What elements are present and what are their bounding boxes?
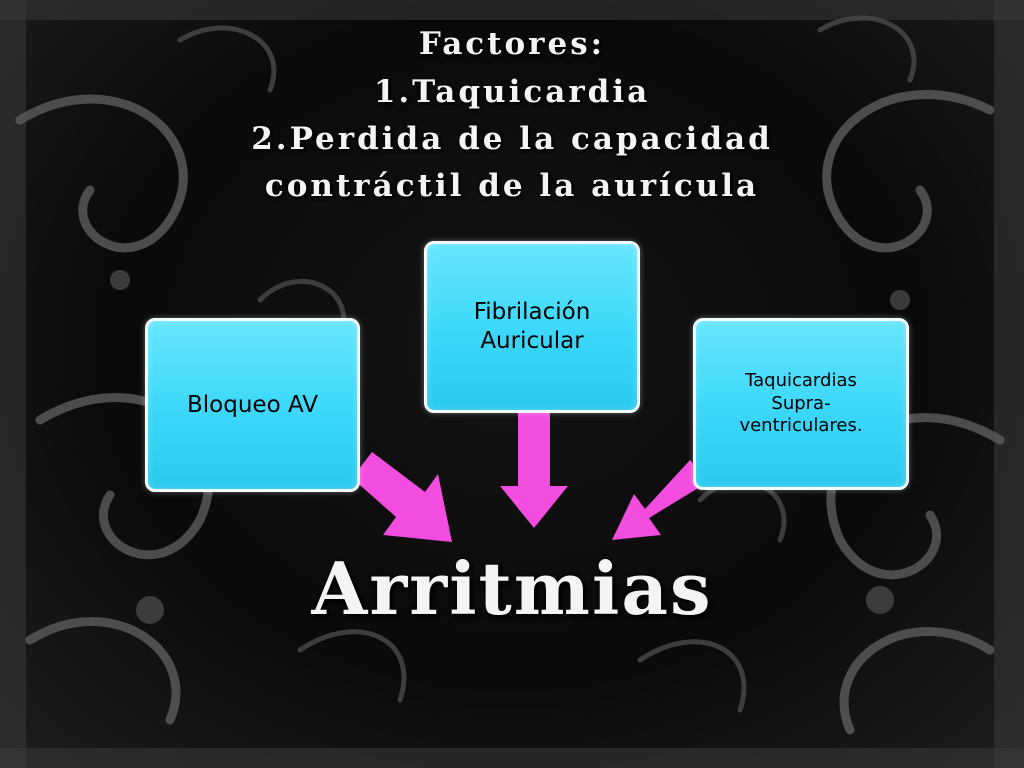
box-fibrilacion-auricular-label: Fibrilación Auricular xyxy=(473,299,591,354)
title-line-3: 2.Perdida de la capacidad xyxy=(251,121,773,157)
box-fibrilacion-auricular: Fibrilación Auricular xyxy=(424,241,640,413)
title-line-2: 1.Taquicardia xyxy=(373,74,651,110)
title-line-4: contráctil de la aurícula xyxy=(264,168,760,204)
box-bloqueo-av: Bloqueo AV xyxy=(145,318,360,492)
arrow-right xyxy=(612,460,708,540)
arritmias-label: Arritmias xyxy=(311,546,713,631)
arrow-center xyxy=(500,412,568,528)
title-line-1: Factores: xyxy=(418,26,606,62)
arrow-left xyxy=(352,452,452,542)
box-taquicardias-label: Taquicardias Supra- ventriculares. xyxy=(739,370,863,437)
box-taquicardias-supraventriculares: Taquicardias Supra- ventriculares. xyxy=(693,318,909,490)
box-bloqueo-av-label: Bloqueo AV xyxy=(187,391,318,418)
